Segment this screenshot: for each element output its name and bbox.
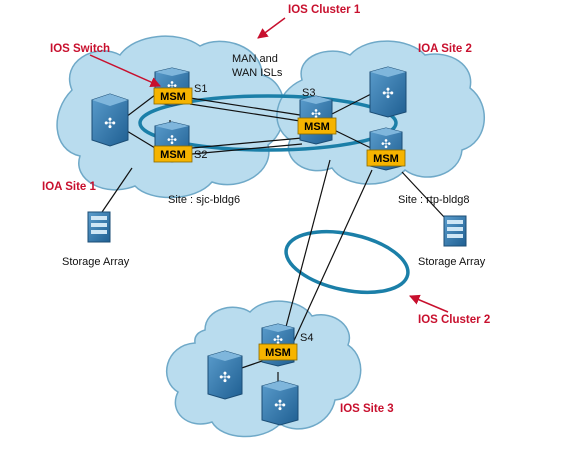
cloud-ios-site-3 xyxy=(165,300,362,438)
switch-label-s1: S1 xyxy=(194,83,207,95)
link-site1-storage xyxy=(99,167,133,216)
label-ios-switch: IOS Switch xyxy=(50,43,110,55)
label-ios-site-3: IOS Site 3 xyxy=(340,403,394,415)
cloud-ioa-site-1 xyxy=(56,35,286,199)
ios-cluster-1-ring xyxy=(138,94,398,152)
svg-text:✣: ✣ xyxy=(311,107,321,121)
svg-text:MSM: MSM xyxy=(265,347,291,359)
label-site-sjc: Site : sjc-bldg6 xyxy=(168,194,240,206)
switch-icon[interactable]: ✣ xyxy=(91,93,129,147)
svg-text:MSM: MSM xyxy=(160,149,186,161)
link-s4-s3 xyxy=(281,159,331,343)
link-s3-top xyxy=(329,91,376,116)
label-storage-right: Storage Array xyxy=(418,256,486,268)
label-ios-cluster-2: IOS Cluster 2 xyxy=(418,314,490,326)
msm-badge-s2: MSM xyxy=(153,145,193,163)
label-ios-cluster-1: IOS Cluster 1 xyxy=(288,4,361,16)
switch-label-s3: S3 xyxy=(302,87,315,99)
switch-icon[interactable]: ✣ xyxy=(369,66,407,118)
svg-text:MSM: MSM xyxy=(304,121,330,133)
svg-text:✣: ✣ xyxy=(219,369,231,385)
svg-text:✣: ✣ xyxy=(274,397,286,413)
msm-badge-s1: MSM xyxy=(153,87,193,105)
link-site2-storage xyxy=(401,171,446,219)
label-man-wan-line2: WAN ISLs xyxy=(232,67,283,79)
switch-icon[interactable]: ✣ xyxy=(261,380,299,426)
label-ioa-site-2: IOA Site 2 xyxy=(418,43,472,55)
svg-text:✣: ✣ xyxy=(382,85,394,101)
svg-text:MSM: MSM xyxy=(160,91,186,103)
svg-text:✣: ✣ xyxy=(167,79,177,93)
label-ioa-site-1: IOA Site 1 xyxy=(42,181,96,193)
link-s1-s3-a xyxy=(189,97,301,116)
msm-badge-s4: MSM xyxy=(258,343,298,361)
ios-cluster-1-arrow xyxy=(257,17,286,39)
ios-cluster-2-ring xyxy=(284,229,410,295)
switch-icon[interactable]: ✣ xyxy=(207,350,243,400)
msm-badge-s3: MSM xyxy=(297,117,337,135)
link-s4-site2 xyxy=(291,169,373,346)
label-storage-left: Storage Array xyxy=(62,256,130,268)
link-s1-s3-b xyxy=(189,103,301,122)
link-s2-s3-b xyxy=(191,143,303,155)
ios-switch-arrow xyxy=(89,54,161,87)
storage-array-right-icon xyxy=(443,215,467,247)
label-man-wan-line1: MAN and xyxy=(232,53,278,65)
ios-cluster-2-arrow xyxy=(409,294,449,313)
link-s2-s3-a xyxy=(191,137,303,149)
svg-text:✣: ✣ xyxy=(381,137,391,151)
svg-text:MSM: MSM xyxy=(373,153,399,165)
svg-text:✣: ✣ xyxy=(104,115,116,131)
storage-array-left-icon xyxy=(87,211,111,243)
switch-label-s4: S4 xyxy=(300,332,313,344)
switch-label-s2: S2 xyxy=(194,149,207,161)
link-s3-bottom xyxy=(329,127,376,151)
msm-badge-site2: MSM xyxy=(366,149,406,167)
svg-text:✣: ✣ xyxy=(273,333,283,347)
label-site-rtp: Site : rtp-bldg8 xyxy=(398,194,470,206)
svg-text:✣: ✣ xyxy=(167,133,177,147)
